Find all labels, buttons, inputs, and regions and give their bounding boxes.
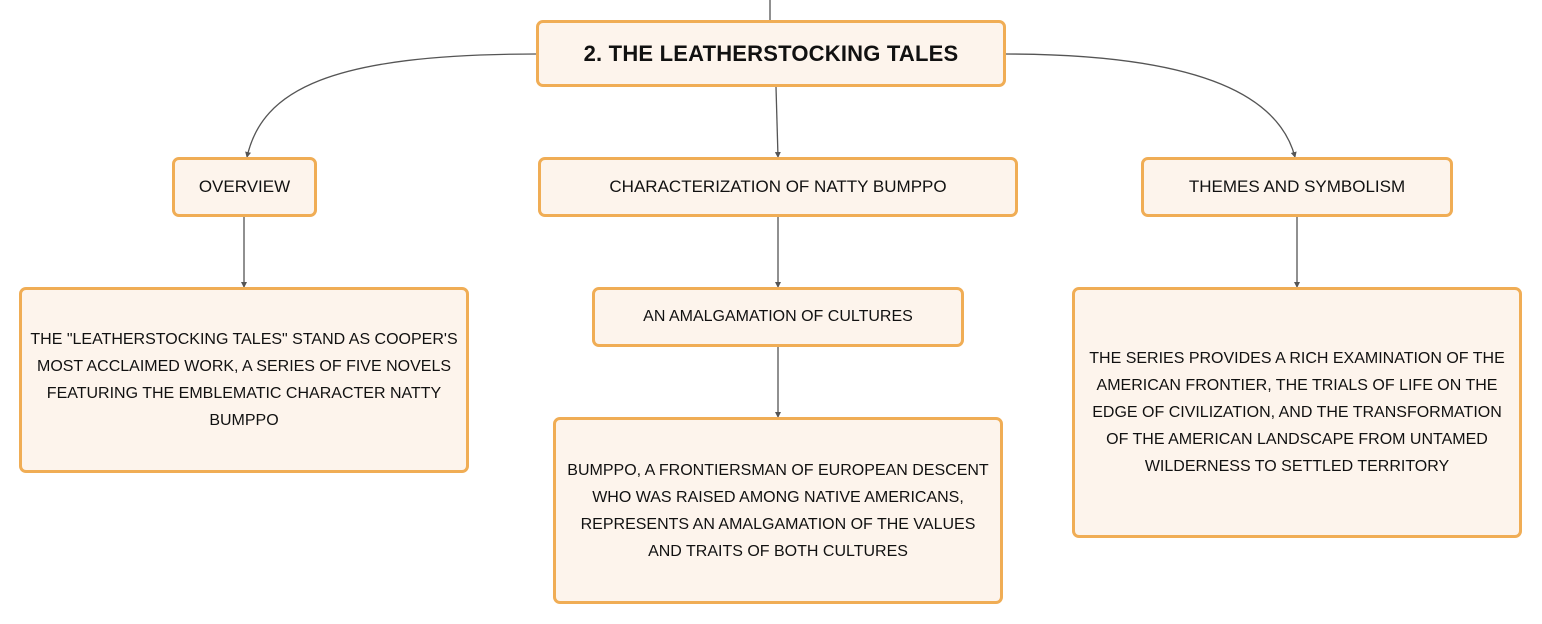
branch-node-themes-label: THEMES AND SYMBOLISM [1188,177,1406,196]
detail-node-themes[interactable]: THE SERIES PROVIDES A RICH EXAMINATION O… [1072,287,1522,538]
branch-node-characterization[interactable]: CHARACTERIZATION OF NATTY BUMPPO [538,157,1018,217]
detail-node-characterization-text: BUMPPO, A FRONTIERSMAN OF EUROPEAN DESCE… [567,461,989,560]
branch-node-characterization-label: CHARACTERIZATION OF NATTY BUMPPO [609,177,947,196]
connector-root-to-overview [245,53,537,158]
connector-root-to-themes [1003,53,1297,158]
topic-node-amalgamation-label: AN AMALGAMATION OF CULTURES [643,308,913,325]
root-node-label: 2. THE LEATHERSTOCKING TALES [583,40,959,66]
branch-node-overview-label: OVERVIEW [198,177,291,196]
detail-node-characterization[interactable]: BUMPPO, A FRONTIERSMAN OF EUROPEAN DESCE… [553,417,1003,604]
connector-root-to-characterization [774,86,781,158]
topic-node-amalgamation[interactable]: AN AMALGAMATION OF CULTURES [592,287,964,347]
detail-node-overview-text: THE "LEATHERSTOCKING TALES" STAND AS COO… [30,331,458,429]
branch-node-overview[interactable]: OVERVIEW [172,157,317,217]
branch-node-themes[interactable]: THEMES AND SYMBOLISM [1141,157,1453,217]
detail-node-themes-text: THE SERIES PROVIDES A RICH EXAMINATION O… [1089,350,1505,475]
detail-node-overview[interactable]: THE "LEATHERSTOCKING TALES" STAND AS COO… [19,287,469,473]
root-node[interactable]: 2. THE LEATHERSTOCKING TALES [536,20,1006,87]
